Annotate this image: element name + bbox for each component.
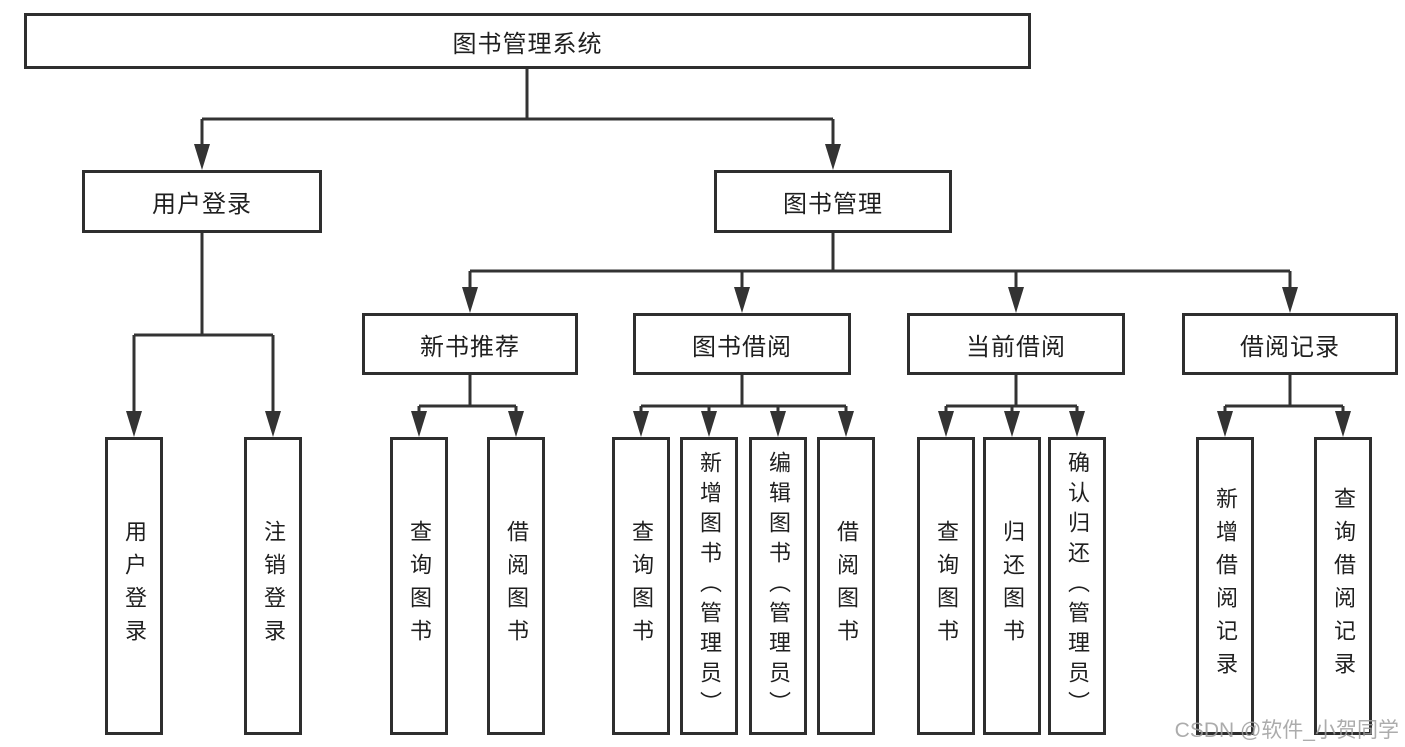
leaf-user-login: 用户登录 [105,437,163,735]
leaf-borrow-books-recommend: 借阅图书 [487,437,545,735]
node-current-borrowing-label: 当前借阅 [966,333,1066,361]
leaf-query-books-current-label: 查询图书 [934,520,959,652]
node-root: 图书管理系统 [24,13,1031,69]
arrowhead-icon [411,411,427,437]
arrowheads [126,144,1351,437]
leaf-borrow-books-recommend-label: 借阅图书 [504,520,529,652]
arrowhead-icon [126,411,142,437]
node-book-borrowing-label: 图书借阅 [692,333,792,361]
arrowhead-icon [265,411,281,437]
leaf-borrow-books-borrowing: 借阅图书 [817,437,875,735]
leaf-return-books-label: 归还图书 [1000,520,1025,652]
arrowhead-icon [770,411,786,437]
leaf-add-books-admin: 新增图书（管理员） [680,437,738,735]
leaf-confirm-return-admin-label: 确认归还（管理员） [1065,451,1090,721]
arrowhead-icon [825,144,841,170]
node-book-management: 图书管理 [714,170,952,233]
node-user-login: 用户登录 [82,170,322,233]
leaf-edit-books-admin-label: 编辑图书（管理员） [766,451,791,721]
arrowhead-icon [1217,411,1233,437]
arrowhead-icon [508,411,524,437]
arrowhead-icon [701,411,717,437]
arrowhead-icon [734,287,750,313]
node-book-borrowing: 图书借阅 [633,313,851,375]
leaf-add-borrow-record: 新增借阅记录 [1196,437,1254,735]
leaf-confirm-return-admin: 确认归还（管理员） [1048,437,1106,735]
csdn-watermark: CSDN @软件_小贺同学 [1174,719,1399,742]
arrowhead-icon [462,287,478,313]
leaf-user-login-label: 用户登录 [122,520,147,652]
leaf-query-books-borrowing-label: 查询图书 [629,520,654,652]
node-root-label: 图书管理系统 [452,30,603,58]
node-borrowing-records: 借阅记录 [1182,313,1398,375]
node-new-book-recommend-label: 新书推荐 [420,333,520,361]
arrowhead-icon [1008,287,1024,313]
arrowhead-icon [938,411,954,437]
node-user-login-label: 用户登录 [152,191,252,218]
leaf-logout: 注销登录 [244,437,302,735]
arrowhead-icon [838,411,854,437]
leaf-query-books-recommend-label: 查询图书 [407,520,432,652]
arrowhead-icon [1069,411,1085,437]
leaf-add-books-admin-label: 新增图书（管理员） [697,451,722,721]
leaf-query-borrow-record: 查询借阅记录 [1314,437,1372,735]
node-book-management-label: 图书管理 [783,191,883,218]
leaf-add-borrow-record-label: 新增借阅记录 [1213,487,1238,685]
leaf-edit-books-admin: 编辑图书（管理员） [749,437,807,735]
arrowhead-icon [194,144,210,170]
leaf-borrow-books-borrowing-label: 借阅图书 [834,520,859,652]
arrowhead-icon [1335,411,1351,437]
node-current-borrowing: 当前借阅 [907,313,1125,375]
leaf-query-books-borrowing: 查询图书 [612,437,670,735]
leaf-logout-label: 注销登录 [261,520,286,652]
leaf-return-books: 归还图书 [983,437,1041,735]
arrowhead-icon [633,411,649,437]
arrowhead-icon [1282,287,1298,313]
leaf-query-books-recommend: 查询图书 [390,437,448,735]
node-borrowing-records-label: 借阅记录 [1240,333,1340,361]
leaf-query-books-current: 查询图书 [917,437,975,735]
leaf-query-borrow-record-label: 查询借阅记录 [1331,487,1356,685]
node-new-book-recommend: 新书推荐 [362,313,578,375]
arrowhead-icon [1004,411,1020,437]
